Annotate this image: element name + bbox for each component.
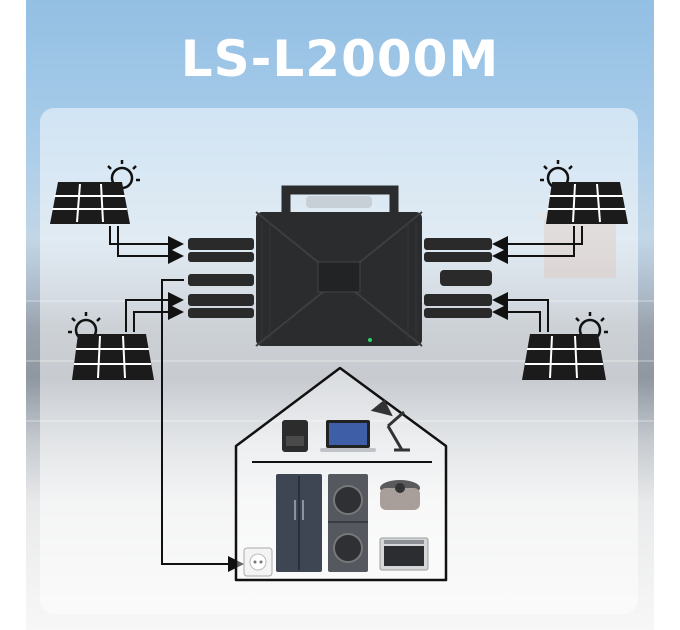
page-title: LS-L2000M — [180, 30, 500, 88]
rice-cooker-icon — [380, 480, 420, 510]
washer-dryer-icon — [328, 474, 368, 572]
solar-panel-icon — [522, 312, 608, 380]
coffee-machine-icon — [282, 420, 308, 452]
ac-wire — [161, 279, 244, 572]
solar-panel-icon — [68, 312, 154, 380]
laptop-icon — [320, 420, 376, 452]
oven-icon — [379, 537, 429, 571]
desk-lamp-icon — [370, 399, 410, 452]
refrigerator-icon — [276, 474, 322, 572]
wall-socket-icon — [243, 547, 273, 577]
solar-panel-icon — [540, 160, 628, 224]
microinverter-icon — [255, 185, 423, 347]
mc4-connectors — [188, 238, 492, 318]
solar-panel-icon — [50, 160, 140, 224]
